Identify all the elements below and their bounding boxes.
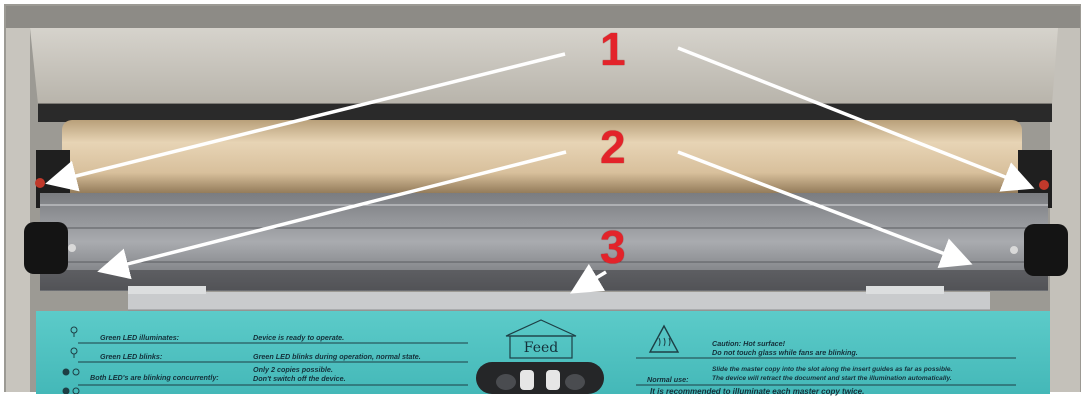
led-row-2-desc: Green LED blinks during operation, norma…	[253, 353, 421, 361]
callout-number-1: 1	[600, 26, 626, 72]
callout-number-2: 2	[600, 124, 626, 170]
led-row-3-desc-2: Don't switch off the device.	[253, 375, 346, 383]
normal-use-label: Normal use:	[647, 376, 689, 384]
normal-use-text-1: Slide the master copy into the slot alon…	[712, 366, 952, 374]
caution-title: Caution: Hot surface!	[712, 340, 785, 348]
led-row-2-term: Green LED blinks:	[100, 353, 162, 361]
led-row-1-term: Green LED illuminates:	[100, 334, 179, 342]
insert-slot	[128, 292, 990, 310]
led-row-1-desc: Device is ready to operate.	[253, 334, 344, 342]
callout-number-3: 3	[600, 224, 626, 270]
led-row-3-term: Both LED's are blinking concurrently:	[90, 374, 219, 382]
device-lid	[30, 28, 1058, 104]
right-knob	[1024, 224, 1068, 276]
recommendation-text: It is recommended to illuminate each mas…	[650, 388, 864, 396]
feed-label: Feed	[510, 340, 572, 356]
caution-text: Do not touch glass while fans are blinki…	[712, 349, 858, 357]
left-knob	[24, 222, 68, 274]
normal-use-text-2: The device will retract the document and…	[712, 375, 952, 383]
feed-button	[476, 362, 604, 394]
led-row-3-desc-1: Only 2 copies possible.	[253, 366, 333, 374]
